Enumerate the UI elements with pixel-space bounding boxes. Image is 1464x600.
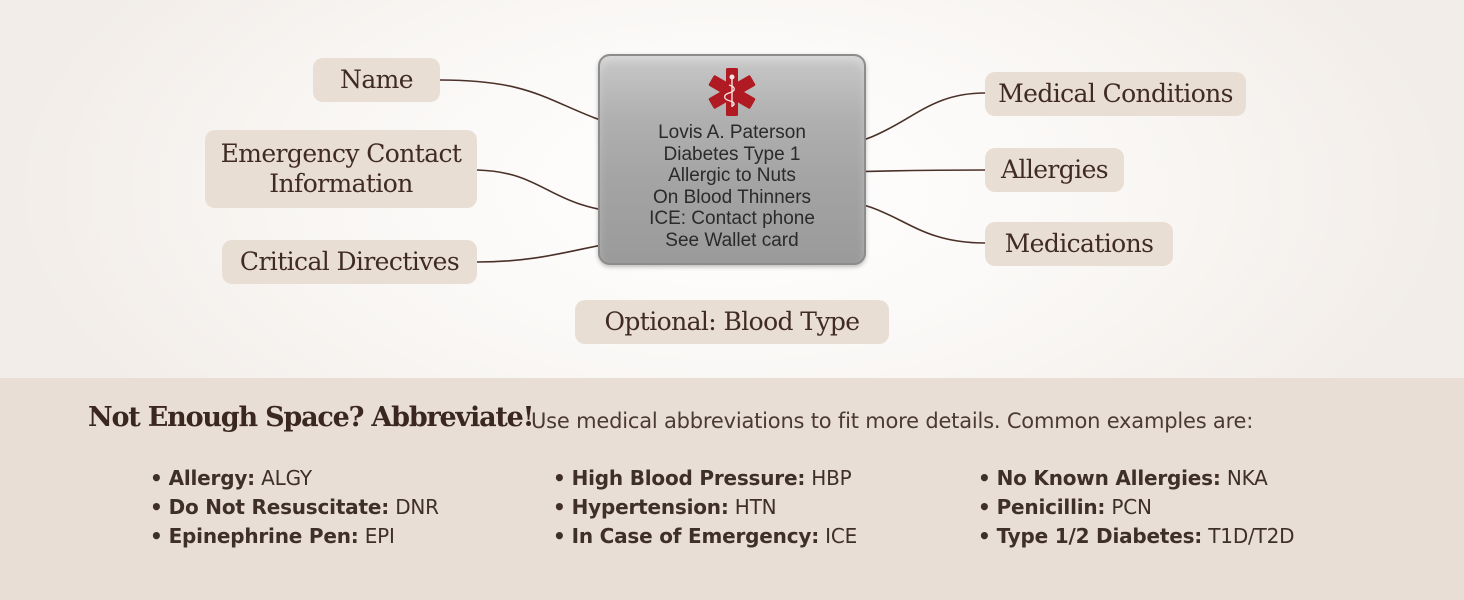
abbreviation-term: High Blood Pressure:	[571, 466, 806, 490]
label-blood-type: Optional: Blood Type	[575, 300, 889, 344]
abbreviation-value: HBP	[811, 466, 852, 490]
medical-star-of-life-icon	[708, 68, 756, 116]
abbreviation-column-3: No Known Allergies: NKA Penicillin: PCN …	[978, 464, 1295, 551]
tag-engraving: Lovis A. Paterson Diabetes Type 1 Allerg…	[598, 122, 866, 251]
abbreviation-value: T1D/T2D	[1208, 524, 1295, 548]
tag-line-allergy: Allergic to Nuts	[668, 165, 796, 186]
label-name: Name	[313, 58, 440, 102]
abbreviation-value: ICE	[825, 524, 858, 548]
abbreviation-term: No Known Allergies:	[996, 466, 1221, 490]
tag-line-name: Lovis A. Paterson	[658, 122, 806, 143]
label-medications: Medications	[985, 222, 1173, 266]
abbreviation-term: Epinephrine Pen:	[168, 524, 359, 548]
label-emergency-contact: Emergency Contact Information	[205, 130, 477, 208]
abbreviation-column-1: Allergy: ALGY Do Not Resuscitate: DNR Ep…	[150, 464, 439, 551]
tag-line-directive: See Wallet card	[665, 229, 799, 251]
list-item: Penicillin: PCN	[978, 493, 1294, 522]
abbreviation-term: Penicillin:	[996, 495, 1106, 519]
label-emergency-contact-line-1: Emergency Contact	[220, 139, 462, 168]
list-item: Type 1/2 Diabetes: T1D/T2D	[978, 522, 1295, 551]
abbreviation-value: ALGY	[261, 466, 312, 490]
abbreviation-value: HTN	[734, 495, 777, 519]
list-item: Do Not Resuscitate: DNR	[150, 493, 439, 522]
list-item: No Known Allergies: NKA	[978, 464, 1294, 493]
abbreviation-term: In Case of Emergency:	[571, 524, 820, 548]
label-critical-directives: Critical Directives	[222, 240, 477, 284]
label-emergency-contact-line-2: Information	[269, 169, 413, 198]
abbreviate-subline: Use medical abbreviations to fit more de…	[531, 409, 1254, 433]
abbreviation-value: PCN	[1111, 495, 1152, 519]
list-item: Epinephrine Pen: EPI	[150, 522, 439, 551]
abbreviation-column-2: High Blood Pressure: HBP Hypertension: H…	[553, 464, 858, 551]
abbreviation-value: EPI	[364, 524, 395, 548]
tag-line-condition: Diabetes Type 1	[663, 143, 801, 165]
list-item: High Blood Pressure: HBP	[553, 464, 857, 493]
abbreviation-value: NKA	[1226, 466, 1268, 490]
list-item: In Case of Emergency: ICE	[553, 522, 858, 551]
label-medical-conditions: Medical Conditions	[985, 72, 1246, 116]
abbreviation-term: Hypertension:	[571, 495, 729, 519]
tag-line-ice: ICE: Contact phone	[649, 208, 815, 229]
tag-line-medication: On Blood Thinners	[652, 186, 812, 208]
label-allergies: Allergies	[985, 148, 1124, 192]
abbreviation-term: Allergy:	[168, 466, 256, 490]
abbreviation-term: Do Not Resuscitate:	[168, 495, 390, 519]
abbreviate-headline: Not Enough Space? Abbreviate!	[88, 402, 534, 433]
abbreviation-term: Type 1/2 Diabetes:	[996, 524, 1203, 548]
abbreviation-value: DNR	[395, 495, 439, 519]
list-item: Allergy: ALGY	[150, 464, 439, 493]
list-item: Hypertension: HTN	[553, 493, 857, 522]
engraved-tag: Lovis A. Paterson Diabetes Type 1 Allerg…	[598, 54, 866, 265]
